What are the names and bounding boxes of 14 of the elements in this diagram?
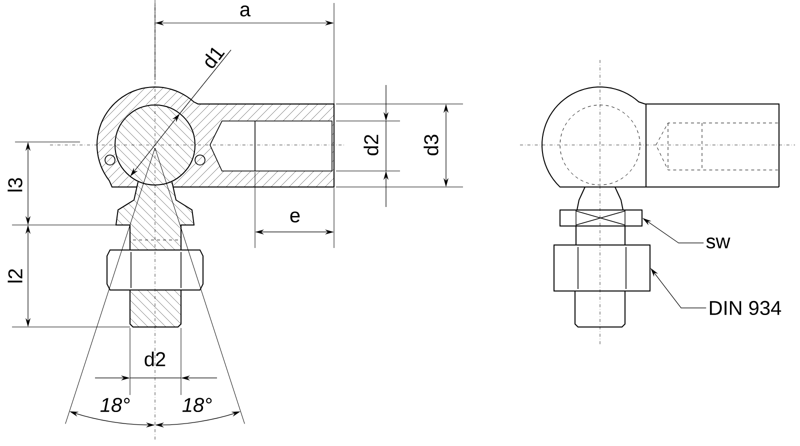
dimension-label: d1 <box>205 48 225 68</box>
dimension-label: d2 <box>144 352 166 366</box>
dimension-label: d3 <box>424 134 438 156</box>
dimension-label: a <box>240 6 251 16</box>
callout-text: DIN 934 <box>710 300 782 316</box>
dimension-label: 18° <box>100 398 130 412</box>
dimension-label: d2 <box>364 134 378 156</box>
callout-text: sw <box>706 238 730 248</box>
dimension-label: l3 <box>8 178 22 192</box>
hex-nut <box>554 244 650 292</box>
dimension-label: 18° <box>182 398 212 412</box>
dimension-label: l2 <box>8 269 22 282</box>
dimension-label: e <box>290 212 300 222</box>
wrench-flats <box>560 209 642 226</box>
